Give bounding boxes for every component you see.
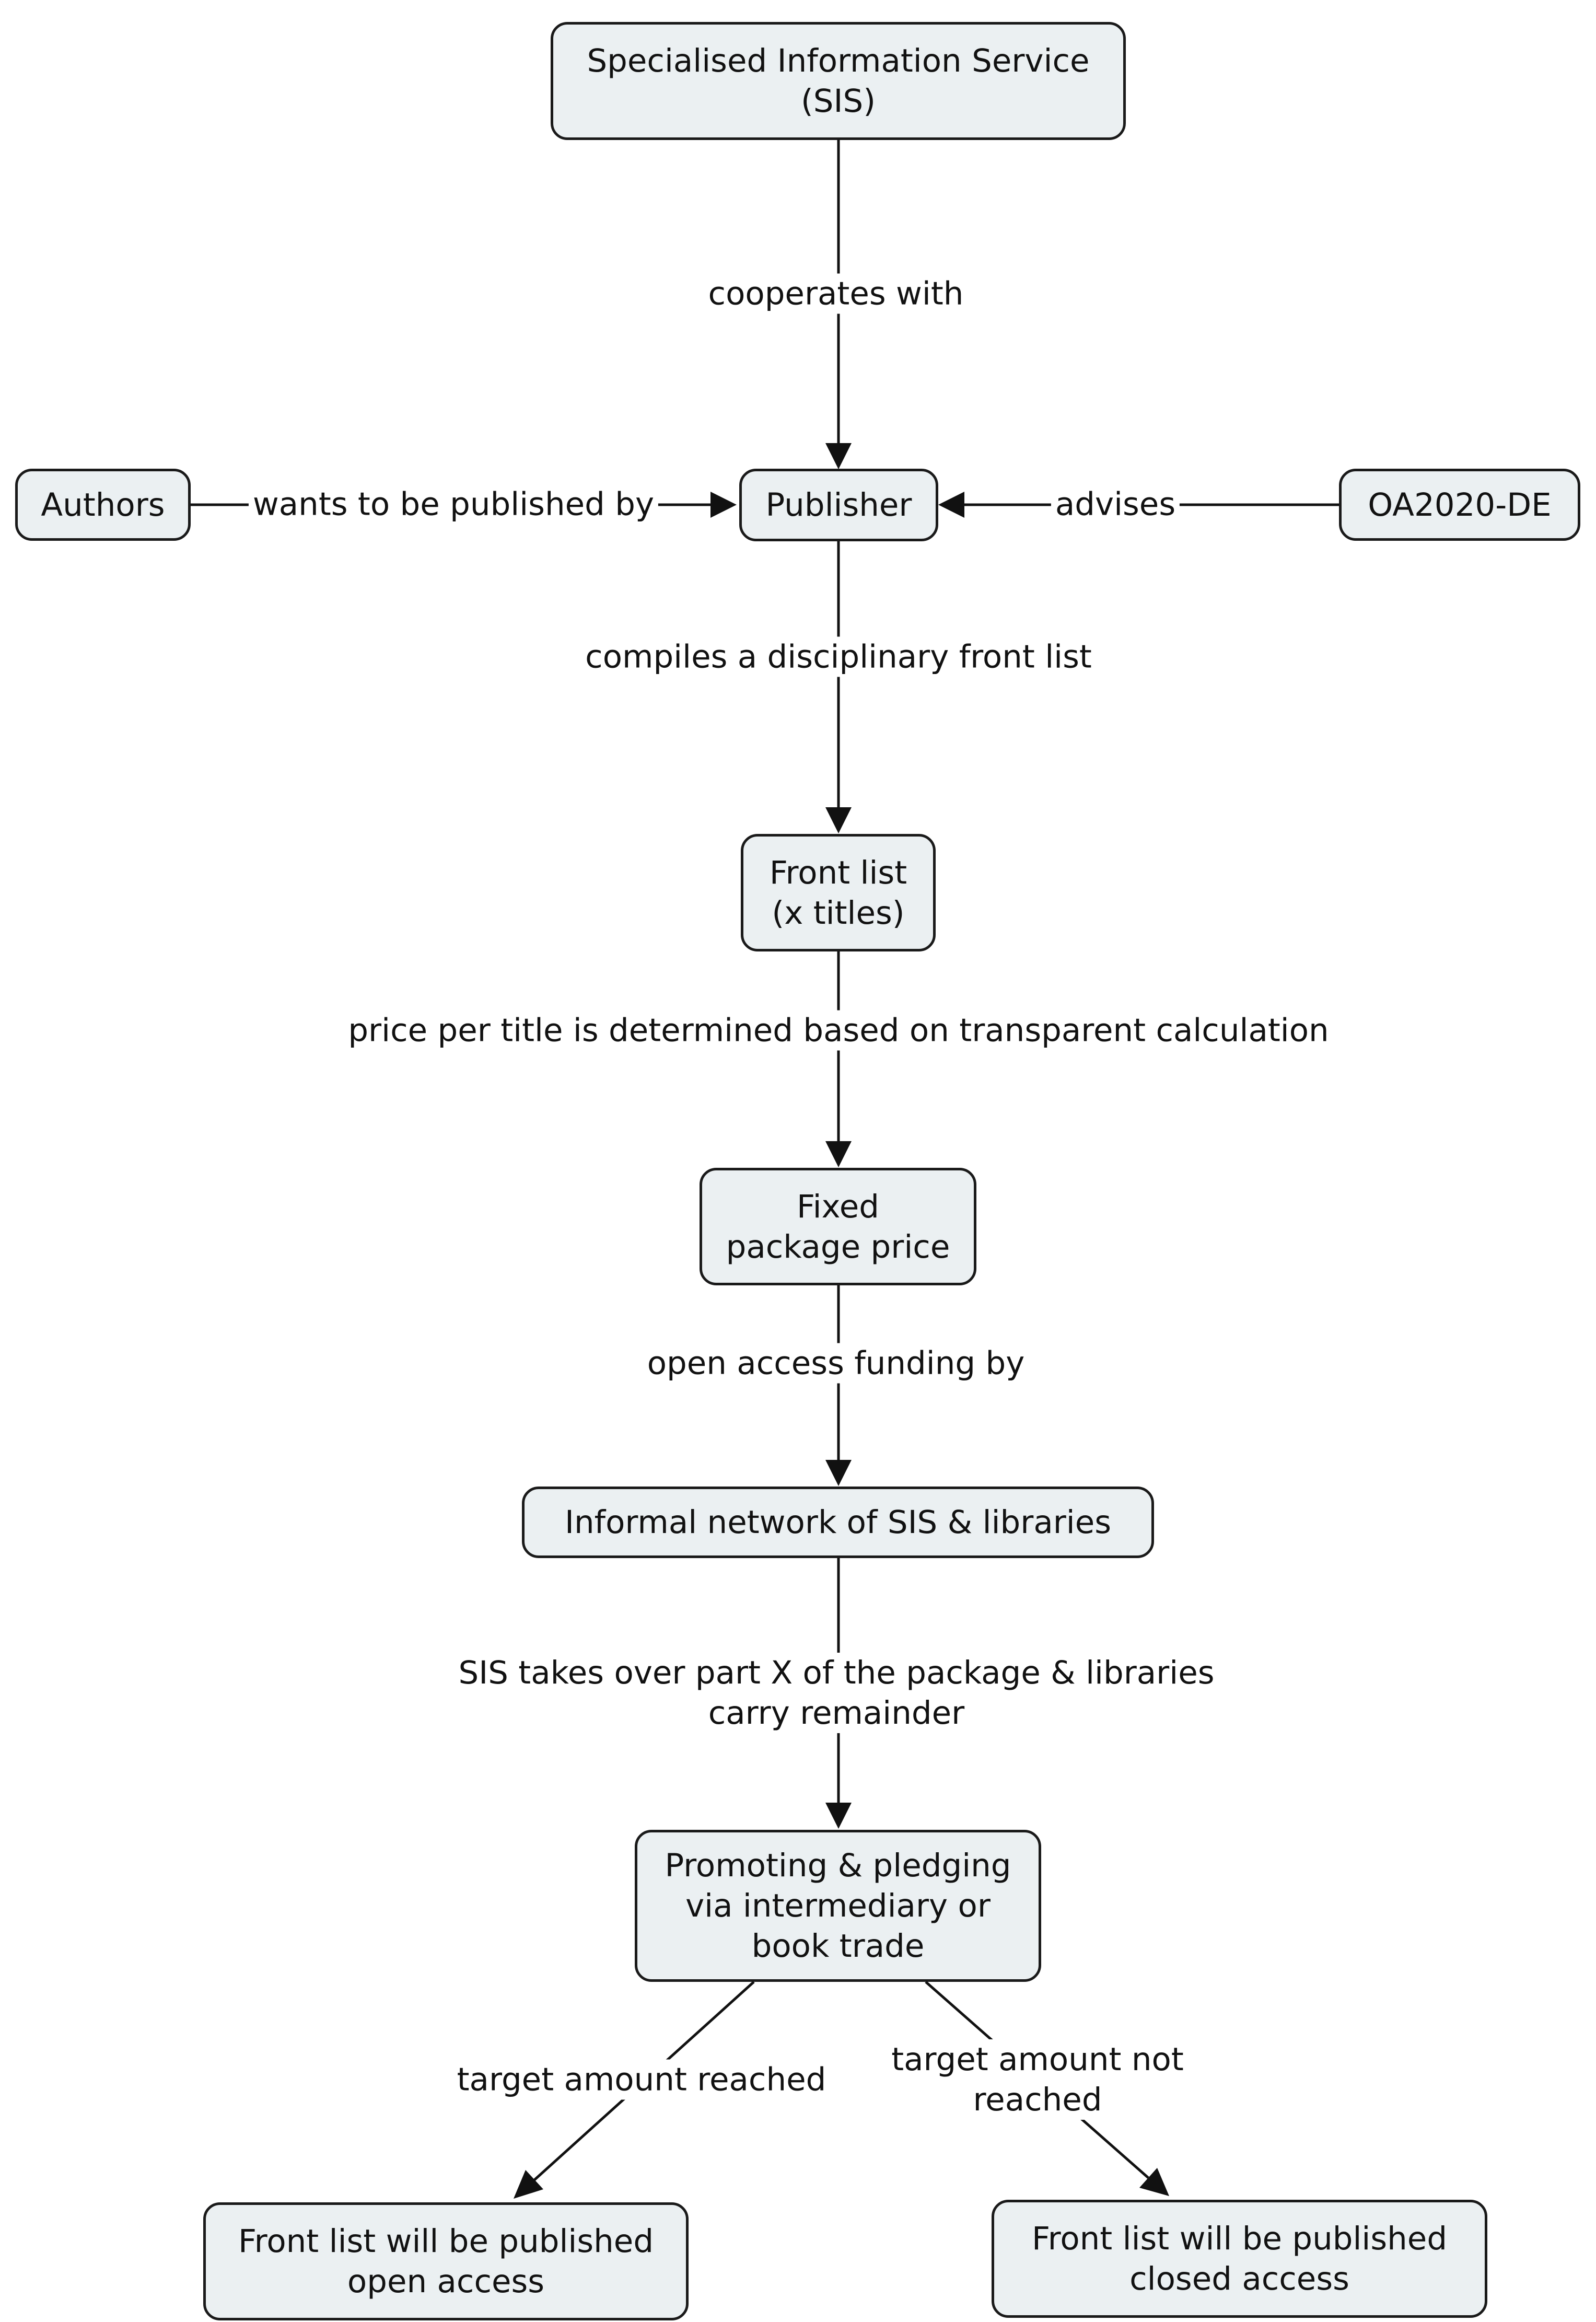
node-front-list: Front list (x titles) (741, 834, 936, 951)
edge-label-takes-over-line-1: SIS takes over part X of the package & l… (458, 1654, 1215, 1691)
node-network-line-1: Informal network of SIS & libraries (564, 1504, 1112, 1541)
edge-label-not-reached: target amount not reached (887, 2039, 1188, 2120)
edge-label-takes-over: SIS takes over part X of the package & l… (454, 1653, 1219, 1733)
node-network: Informal network of SIS & libraries (522, 1487, 1154, 1558)
edge-label-compiles: compiles a disciplinary front list (581, 636, 1096, 677)
node-publisher: Publisher (739, 469, 938, 541)
edge-label-funding-line-1: open access funding by (647, 1344, 1025, 1382)
arrowhead-reached (514, 2170, 543, 2199)
arrowhead-funding (825, 1460, 852, 1486)
node-promoting: Promoting & pledging via intermediary or… (635, 1830, 1041, 1982)
edge-label-not-reached-line-2: reached (973, 2081, 1102, 2118)
node-oa2020: OA2020-DE (1339, 469, 1580, 541)
arrowhead-takes-over (825, 1803, 852, 1829)
node-promoting-line-2: via intermediary or (685, 1887, 991, 1924)
arrowhead-compiles (825, 807, 852, 833)
node-closed-access: Front list will be published closed acce… (992, 2200, 1487, 2318)
edge-label-wants-line-1: wants to be published by (252, 485, 655, 523)
edge-label-takes-over-line-2: carry remainder (708, 1694, 965, 1732)
edge-label-funding: open access funding by (643, 1343, 1029, 1384)
node-front-list-line-1: Front list (769, 854, 907, 891)
node-publisher-line-1: Publisher (765, 486, 912, 524)
node-open-access: Front list will be published open access (203, 2202, 689, 2320)
node-fixed-price: Fixed package price (700, 1168, 976, 1285)
node-promoting-line-3: book trade (751, 1928, 925, 1965)
node-sis-line-1: Specialised Information Service (587, 42, 1090, 79)
edge-label-not-reached-line-1: target amount not (891, 2041, 1184, 2078)
arrowhead-price (825, 1141, 852, 1167)
edge-label-price-line-1: price per title is determined based on t… (348, 1012, 1329, 1049)
node-closed-access-line-2: closed access (1129, 2260, 1349, 2297)
edge-label-price: price per title is determined based on t… (344, 1010, 1333, 1051)
arrowhead-cooperates (825, 443, 852, 469)
node-sis-line-2: (SIS) (800, 83, 876, 120)
node-closed-access-line-1: Front list will be published (1031, 2220, 1448, 2257)
arrowhead-advises (938, 492, 964, 518)
node-authors: Authors (15, 469, 191, 541)
node-promoting-line-1: Promoting & pledging (665, 1847, 1011, 1884)
edge-label-advises-line-1: advises (1055, 485, 1176, 523)
node-fixed-price-line-2: package price (726, 1228, 950, 1266)
edge-label-wants: wants to be published by (248, 484, 659, 525)
edge-label-cooperates: cooperates with (704, 273, 968, 314)
edge-label-cooperates-line-1: cooperates with (708, 275, 964, 312)
node-fixed-price-line-1: Fixed (796, 1188, 880, 1225)
edge-label-advises: advises (1051, 484, 1180, 525)
edge-label-compiles-line-1: compiles a disciplinary front list (585, 638, 1092, 676)
node-authors-line-1: Authors (41, 486, 165, 524)
node-front-list-line-2: (x titles) (772, 894, 905, 932)
node-open-access-line-1: Front list will be published (238, 2223, 654, 2260)
node-open-access-line-2: open access (347, 2263, 545, 2300)
edge-label-reached: target amount reached (452, 2059, 831, 2100)
arrowhead-not-reached (1139, 2168, 1169, 2196)
arrowhead-wants (710, 492, 737, 518)
edge-label-reached-line-1: target amount reached (457, 2061, 826, 2098)
node-oa2020-line-1: OA2020-DE (1368, 486, 1552, 524)
node-sis: Specialised Information Service (SIS) (551, 22, 1126, 140)
